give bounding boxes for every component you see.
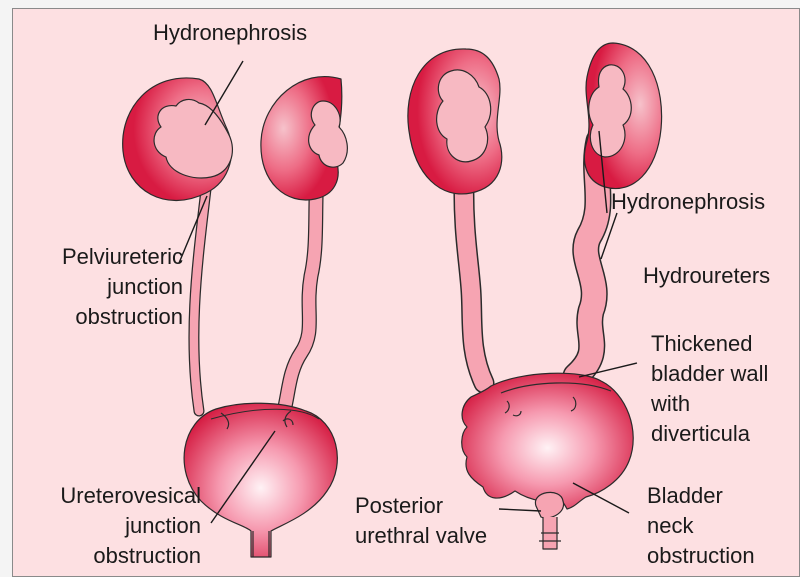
label-posterior-urethral-valve: Posterior urethral valve <box>355 491 487 551</box>
label-ureterovesical: Ureterovesical junction obstruction <box>13 481 201 571</box>
label-ureterovesical-line1: Ureterovesical <box>13 481 201 511</box>
label-posterior-line1: Posterior <box>355 491 487 521</box>
label-ureterovesical-line2: junction <box>13 511 201 541</box>
label-pelviureteric-line1: Pelviureteric <box>13 242 183 272</box>
label-posterior-line2: urethral valve <box>355 521 487 551</box>
bladder-left <box>184 403 337 557</box>
label-hydronephrosis-right: Hydronephrosis <box>611 187 765 217</box>
posterior-urethral-valve-structure <box>535 492 563 549</box>
label-bladder-neck-line2: neck <box>647 511 755 541</box>
label-thickened-line3: with <box>651 389 768 419</box>
bladder-right <box>462 373 633 509</box>
label-bladder-neck-line1: Bladder <box>647 481 755 511</box>
label-hydroureters: Hydroureters <box>643 261 770 291</box>
label-thickened-line1: Thickened <box>651 329 768 359</box>
hydroureter-left <box>464 181 484 383</box>
label-pelviureteric-line3: obstruction <box>13 302 183 332</box>
label-bladder-neck-line3: obstruction <box>647 541 755 571</box>
label-pelviureteric-line2: junction <box>13 272 183 302</box>
kidney-upper-right-left-figure <box>261 77 347 200</box>
leader-posterior-valve <box>499 509 541 511</box>
kidney-large-left <box>408 49 502 194</box>
label-thickened-line4: diverticula <box>651 419 768 449</box>
label-thickened-line2: bladder wall <box>651 359 768 389</box>
label-hydronephrosis-left: Hydronephrosis <box>153 18 307 48</box>
kidney-large-right <box>584 43 661 189</box>
label-bladder-neck-obstruction: Bladder neck obstruction <box>647 481 755 571</box>
kidney-upper-left <box>123 78 233 201</box>
urinary-obstruction-diagram: Hydronephrosis Pelviureteric junction ob… <box>12 8 800 577</box>
label-thickened-bladder-wall: Thickened bladder wall with diverticula <box>651 329 768 449</box>
label-pelviureteric: Pelviureteric junction obstruction <box>13 242 183 332</box>
label-ureterovesical-line3: obstruction <box>13 541 201 571</box>
